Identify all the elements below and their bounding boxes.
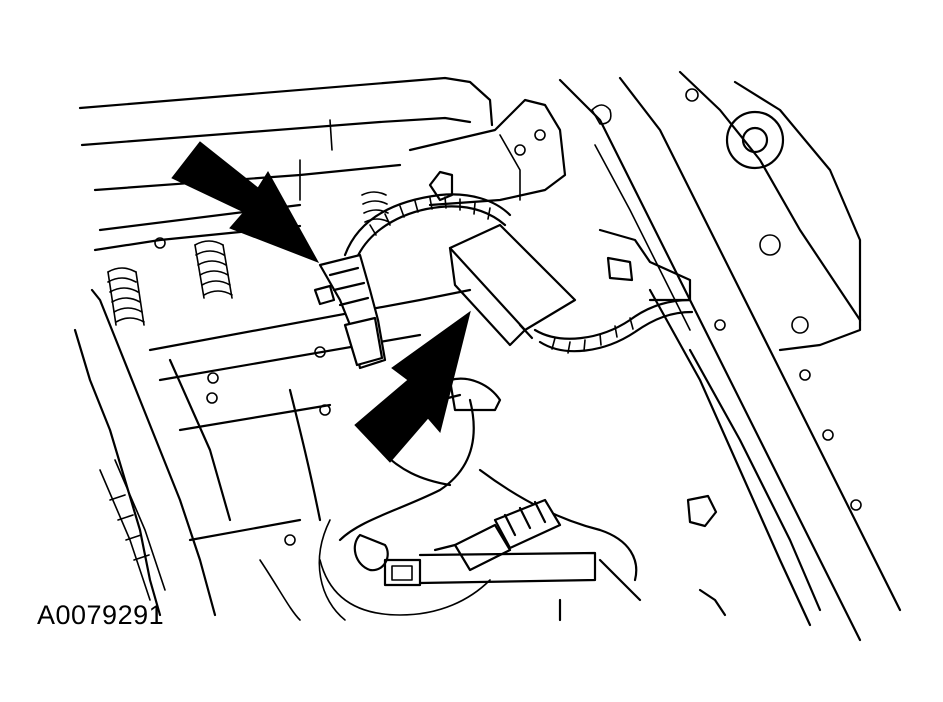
seat-track-rail [558,70,902,642]
mounting-bracket [408,98,567,207]
figure-reference-code: A0079291 [37,600,165,630]
harness-bolt [353,494,727,617]
coil-spring-middle [194,240,233,299]
electrical-connector [313,253,387,370]
coil-spring-upper [361,191,390,223]
lower-connector [433,498,562,572]
left-frame [73,224,472,617]
coil-spring-left [107,267,145,326]
pointer-arrow-upper [171,141,320,263]
retaining-clip [383,551,597,587]
pointer-arrow-lower [354,310,471,463]
control-module [448,223,577,347]
